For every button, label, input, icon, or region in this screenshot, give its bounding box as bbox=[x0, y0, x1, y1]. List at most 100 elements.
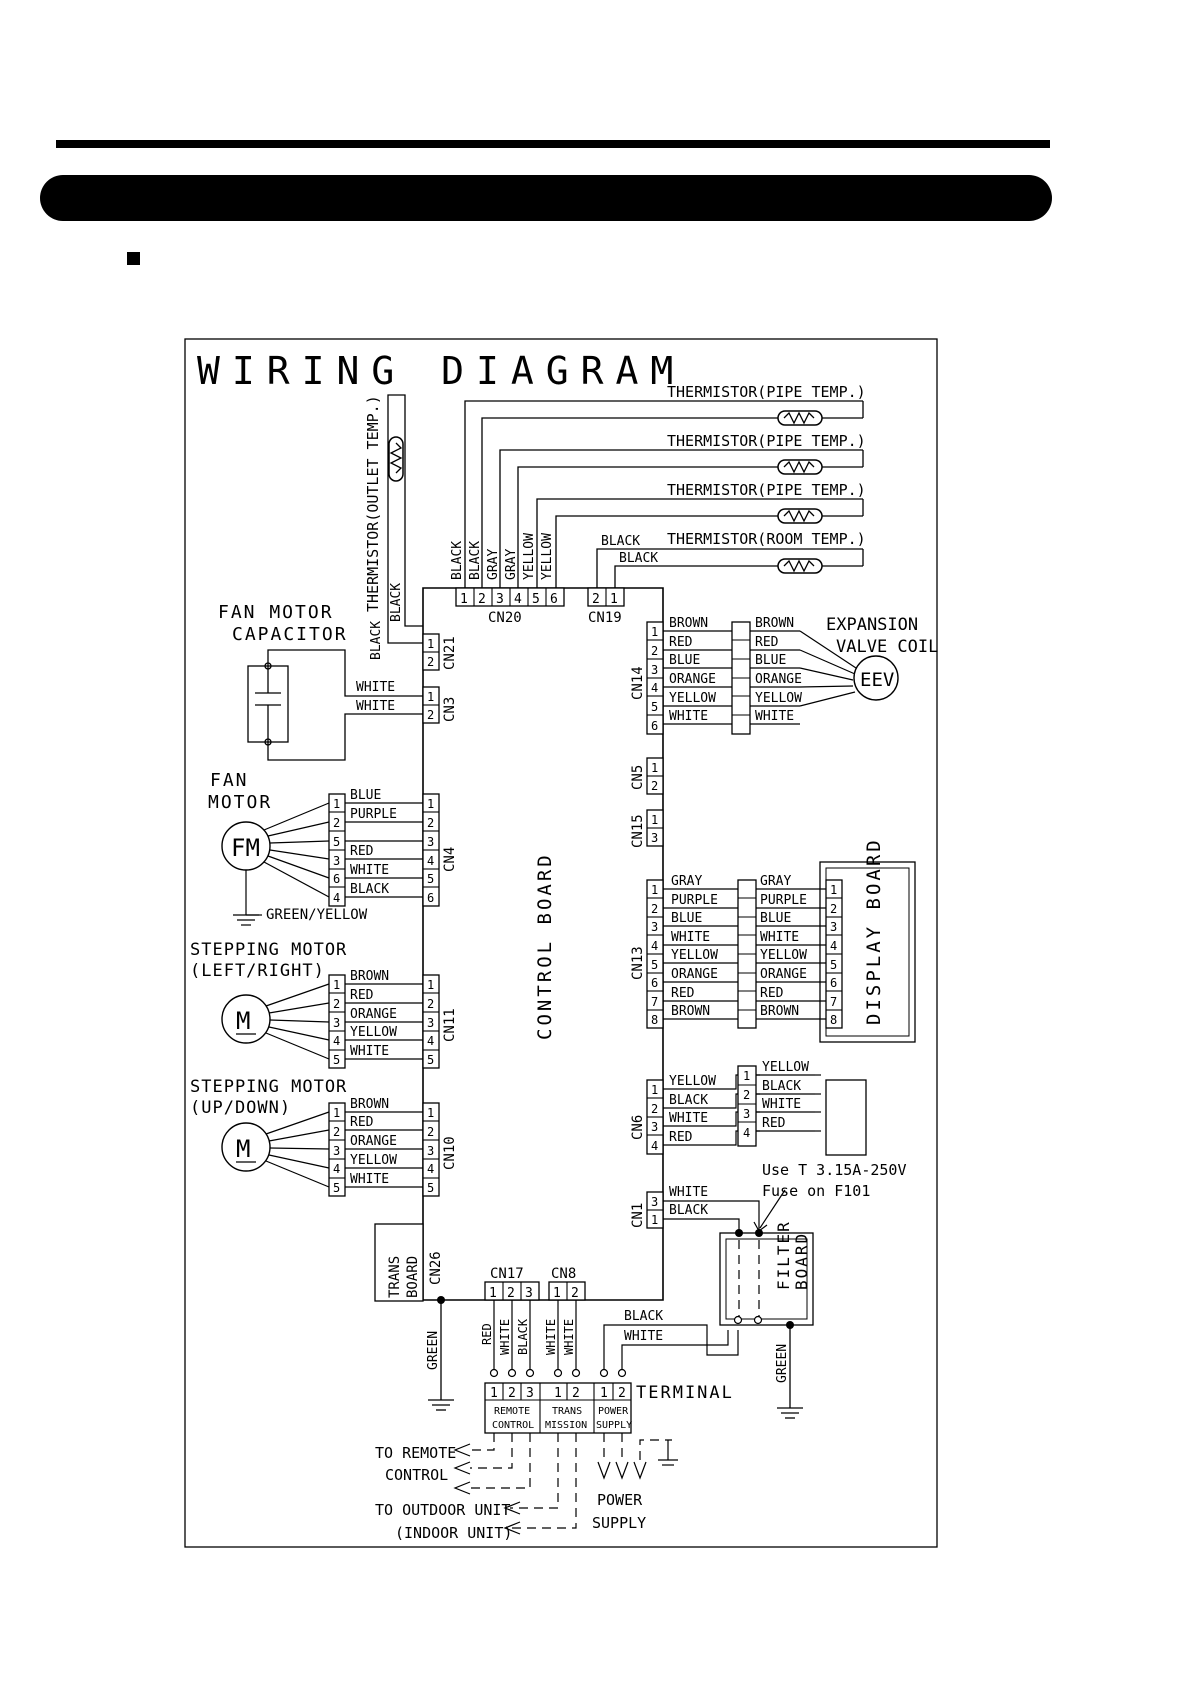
pin-label: 5 bbox=[427, 872, 434, 886]
pin-label: 5 bbox=[333, 835, 340, 849]
terminal-wires bbox=[493, 1300, 739, 1373]
destination-label: TO REMOTE bbox=[375, 1444, 456, 1462]
pin-label: 4 bbox=[333, 1034, 340, 1048]
destination-label: TO OUTDOOR UNIT bbox=[375, 1501, 510, 1519]
wire-label: RED bbox=[480, 1323, 494, 1345]
ground-wire bbox=[428, 1300, 454, 1411]
pin-label: 4 bbox=[651, 939, 658, 953]
thermistor-label: THERMISTOR(PIPE TEMP.) bbox=[667, 383, 866, 401]
wire-label: WHITE bbox=[624, 1329, 663, 1344]
pin-label: 3 bbox=[333, 1144, 340, 1158]
pin-label: 5 bbox=[333, 1053, 340, 1067]
pin-label: 2 bbox=[333, 997, 340, 1011]
cn17-label: CN17 bbox=[490, 1266, 524, 1282]
cn20-label: CN20 bbox=[488, 610, 522, 626]
wire-label: PURPLE bbox=[350, 807, 397, 822]
wire-label: ORANGE bbox=[671, 967, 718, 982]
pin-label: 4 bbox=[427, 854, 434, 868]
pin-label: 1 bbox=[830, 883, 837, 897]
wire-label: RED bbox=[760, 986, 784, 1001]
pin-label: 3 bbox=[651, 920, 658, 934]
pin-label: 2 bbox=[478, 592, 486, 607]
wire-label: BLACK bbox=[450, 541, 465, 580]
pin-label: 1 bbox=[610, 592, 618, 607]
pin-label: 2 bbox=[572, 1386, 580, 1401]
pin-label: 2 bbox=[427, 1125, 434, 1139]
field-wiring bbox=[470, 1433, 672, 1529]
wire-label: BLACK bbox=[601, 534, 640, 549]
fuse-note: Fuse on F101 bbox=[762, 1182, 870, 1200]
cn5-label: CN5 bbox=[630, 765, 646, 790]
fan-motor-leads bbox=[233, 802, 423, 926]
wire-label: WHITE bbox=[356, 680, 395, 695]
wire-label: YELLOW bbox=[760, 948, 807, 963]
pin-label: 1 bbox=[427, 690, 434, 704]
destination-label: (INDOOR UNIT) bbox=[395, 1524, 512, 1542]
pin-label: 1 bbox=[651, 1083, 658, 1097]
stepping-motor-leads bbox=[265, 1111, 423, 1188]
pin-label: 2 bbox=[507, 1286, 515, 1301]
cn11-header bbox=[422, 974, 440, 1069]
wire-label: GRAY bbox=[504, 549, 519, 580]
destination-label: CONTROL bbox=[385, 1466, 448, 1484]
pin-label: 1 bbox=[490, 1386, 498, 1401]
fan-motor-label: FAN bbox=[210, 770, 249, 791]
wire-label: BROWN bbox=[755, 616, 794, 631]
wire-label: BLUE bbox=[755, 653, 786, 668]
capacitor-icon bbox=[247, 649, 423, 761]
stepping-motor-label: (LEFT/RIGHT) bbox=[190, 961, 325, 981]
cn10-label: CN10 bbox=[442, 1136, 458, 1170]
stepping-motor-icon bbox=[221, 1122, 271, 1172]
cn6-label: CN6 bbox=[630, 1115, 646, 1140]
pin-label: 2 bbox=[743, 1088, 750, 1102]
cn8-label: CN8 bbox=[551, 1266, 576, 1282]
stepping-motor-symbol: M bbox=[236, 1135, 250, 1163]
cn13-label: CN13 bbox=[630, 946, 646, 980]
wire-label: BROWN bbox=[669, 616, 708, 631]
pin-label: 4 bbox=[427, 1034, 434, 1048]
wire-label: BLACK bbox=[468, 541, 483, 580]
pin-label: 4 bbox=[427, 1162, 434, 1176]
pin-label: 6 bbox=[333, 872, 340, 886]
pin-label: 4 bbox=[651, 681, 658, 695]
terminal-group-label: CONTROL bbox=[492, 1420, 534, 1431]
pin-label: 5 bbox=[532, 592, 540, 607]
pin-label: 2 bbox=[427, 997, 434, 1011]
pin-label: 2 bbox=[592, 592, 600, 607]
wire-label: RED bbox=[671, 986, 695, 1001]
pin-label: 4 bbox=[514, 592, 522, 607]
wire-label: BLACK bbox=[369, 621, 384, 660]
filter-ground bbox=[777, 1325, 803, 1419]
pin-label: 1 bbox=[651, 625, 658, 639]
wire-label: ORANGE bbox=[755, 672, 802, 687]
fan-motor-symbol: FM bbox=[231, 834, 260, 862]
bullet-icon bbox=[127, 252, 140, 265]
wire-label: BLUE bbox=[671, 911, 702, 926]
pin-label: 5 bbox=[651, 958, 658, 972]
pin-label: 3 bbox=[651, 1195, 658, 1209]
pin-label: 5 bbox=[651, 700, 658, 714]
stepping-motor-leads bbox=[265, 983, 423, 1060]
stepping-motor-symbol: M bbox=[236, 1007, 250, 1035]
wire-label: WHITE bbox=[760, 930, 799, 945]
wire-label: ORANGE bbox=[669, 672, 716, 687]
pin-label: 2 bbox=[427, 708, 434, 722]
eev-label: VALVE COIL bbox=[836, 637, 938, 657]
wire-label: WHITE bbox=[669, 1111, 708, 1126]
wire-label: BLACK bbox=[350, 882, 389, 897]
control-board-label: CONTROL BOARD bbox=[534, 852, 556, 1040]
pin-label: 8 bbox=[830, 1013, 837, 1027]
pin-label: 2 bbox=[427, 816, 434, 830]
wire-label: BLACK bbox=[619, 551, 658, 566]
wire-label: BLACK bbox=[389, 583, 404, 622]
pin-label: 4 bbox=[333, 891, 340, 905]
wire-label: WHITE bbox=[350, 1044, 389, 1059]
fan-motor-label: MOTOR bbox=[208, 792, 272, 813]
wire-label: YELLOW bbox=[522, 533, 537, 580]
thermistor-resistor-icon bbox=[777, 508, 823, 524]
cn6-device bbox=[825, 1079, 867, 1156]
top-rule bbox=[56, 140, 1050, 148]
cn21-label: CN21 bbox=[442, 636, 458, 670]
pin-label: 2 bbox=[571, 1286, 579, 1301]
